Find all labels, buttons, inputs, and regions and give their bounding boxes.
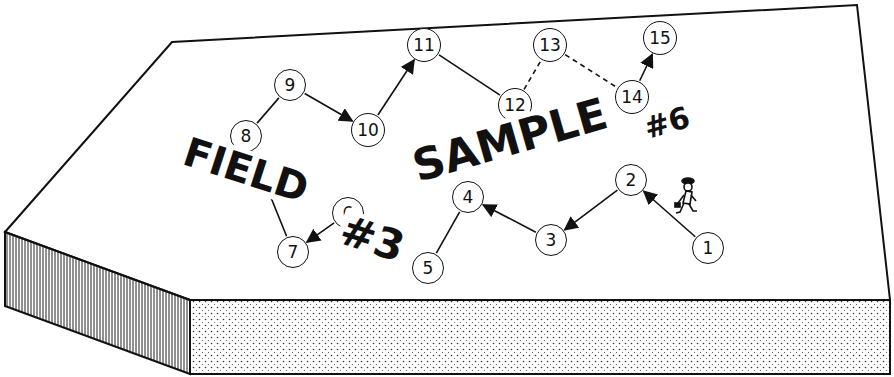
field-top (5, 5, 890, 300)
sample-point-circle: 4 (452, 181, 484, 213)
path-arrow (378, 60, 414, 115)
sample-point-circle: 5 (412, 252, 444, 284)
sample-point-circle: 7 (277, 236, 309, 268)
path-line (257, 98, 279, 123)
path-arrow (305, 93, 353, 121)
path-line (565, 55, 617, 88)
path-arrow (640, 54, 653, 80)
point-number: 8 (241, 128, 252, 145)
point-number: 10 (357, 122, 379, 139)
point-number: 13 (539, 37, 561, 54)
sample-point-circle: 11 (407, 28, 441, 62)
sampler-figure (675, 178, 697, 213)
sample-point-circle: 1 (692, 232, 724, 264)
point-number: 9 (285, 77, 296, 94)
point-number: 2 (626, 172, 637, 189)
point-number: 7 (288, 244, 299, 261)
point-number: 15 (649, 30, 671, 47)
path-arrow (483, 205, 536, 232)
sample-point-circle: 14 (615, 80, 649, 114)
path-arrow (644, 191, 696, 236)
point-number: 11 (413, 37, 435, 54)
field-front (190, 300, 890, 374)
sample-point-circle: 10 (351, 113, 385, 147)
path-line (436, 212, 459, 253)
path-line (524, 61, 541, 90)
sample-point-circle: 9 (274, 69, 306, 101)
sample-point-circle: 2 (615, 164, 647, 196)
path-line (439, 55, 500, 95)
point-number: 5 (423, 260, 434, 277)
sample-point-circle: 15 (643, 21, 677, 55)
point-number: 4 (463, 189, 474, 206)
path-arrow (565, 190, 618, 230)
field-side (5, 232, 190, 374)
point-number: 1 (703, 240, 714, 257)
sample-point-circle: 13 (533, 28, 567, 62)
point-number: 12 (504, 97, 526, 114)
sample-point-circle: 3 (535, 224, 567, 256)
point-number: 3 (546, 232, 557, 249)
point-number: 14 (621, 89, 643, 106)
path-arrow (307, 223, 334, 242)
